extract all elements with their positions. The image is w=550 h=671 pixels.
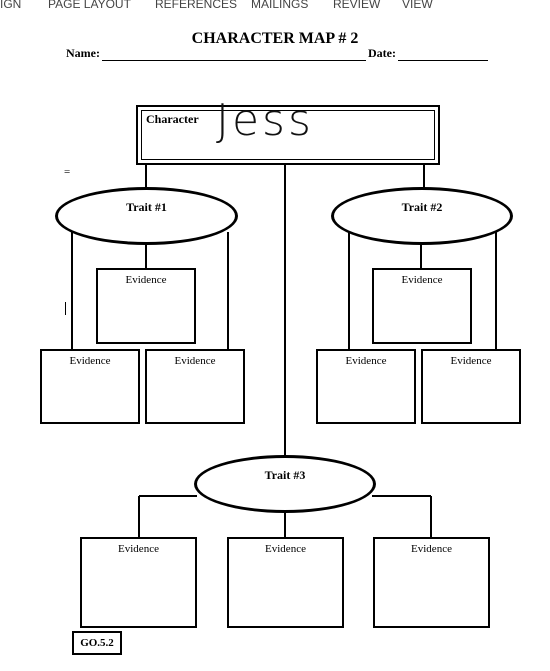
name-label: Name: xyxy=(66,46,100,60)
evidence-label: Evidence xyxy=(118,543,159,555)
date-label: Date: xyxy=(368,46,396,60)
trait-3-oval: Trait #3 xyxy=(194,455,376,513)
evidence-label: Evidence xyxy=(125,274,167,286)
evidence-label: Evidence xyxy=(174,355,216,367)
stray-mark: = xyxy=(64,166,71,178)
trait-1-label: Trait #1 xyxy=(126,200,167,214)
tab-design[interactable]: IGN xyxy=(0,0,22,11)
evidence-label: Evidence xyxy=(345,355,387,367)
tab-mailings[interactable]: MAILINGS xyxy=(251,0,309,11)
evidence-box[interactable]: Evidence xyxy=(373,537,490,628)
trait-2-label: Trait #2 xyxy=(401,200,443,214)
evidence-box[interactable]: Evidence xyxy=(372,268,472,344)
tab-references[interactable]: REFERENCES xyxy=(155,0,238,11)
evidence-box[interactable]: Evidence xyxy=(145,349,245,424)
character-box-inner xyxy=(141,110,435,160)
evidence-box[interactable]: Evidence xyxy=(316,349,416,424)
page-title: CHARACTER MAP # 2 xyxy=(191,30,359,47)
evidence-label: Evidence xyxy=(69,355,111,367)
evidence-label: Evidence xyxy=(450,355,492,367)
evidence-box[interactable]: Evidence xyxy=(40,349,140,424)
trait-2-oval: Trait #2 xyxy=(331,187,513,245)
evidence-label: Evidence xyxy=(401,274,443,286)
text-cursor xyxy=(65,302,66,315)
code-box: GO.5.2 xyxy=(72,631,122,655)
tab-page-layout[interactable]: PAGE LAYOUT xyxy=(48,0,131,11)
evidence-label: Evidence xyxy=(411,543,452,555)
trait-1-oval: Trait #1 xyxy=(55,187,238,245)
evidence-label: Evidence xyxy=(265,543,306,555)
date-field[interactable] xyxy=(398,60,488,61)
trait-3-label: Trait #3 xyxy=(264,468,306,482)
character-name[interactable]: Jess xyxy=(216,95,314,146)
tab-view[interactable]: VIEW xyxy=(402,0,433,11)
ribbon-tabs: IGN PAGE LAYOUT REFERENCES MAILINGS REVI… xyxy=(0,0,550,14)
tab-review[interactable]: REVIEW xyxy=(333,0,381,11)
character-label: Character xyxy=(146,112,199,126)
evidence-box[interactable]: Evidence xyxy=(80,537,197,628)
name-field[interactable] xyxy=(102,60,366,61)
evidence-box[interactable]: Evidence xyxy=(96,268,196,344)
evidence-box[interactable]: Evidence xyxy=(421,349,521,424)
evidence-box[interactable]: Evidence xyxy=(227,537,344,628)
character-box: Character Jess xyxy=(136,95,440,165)
